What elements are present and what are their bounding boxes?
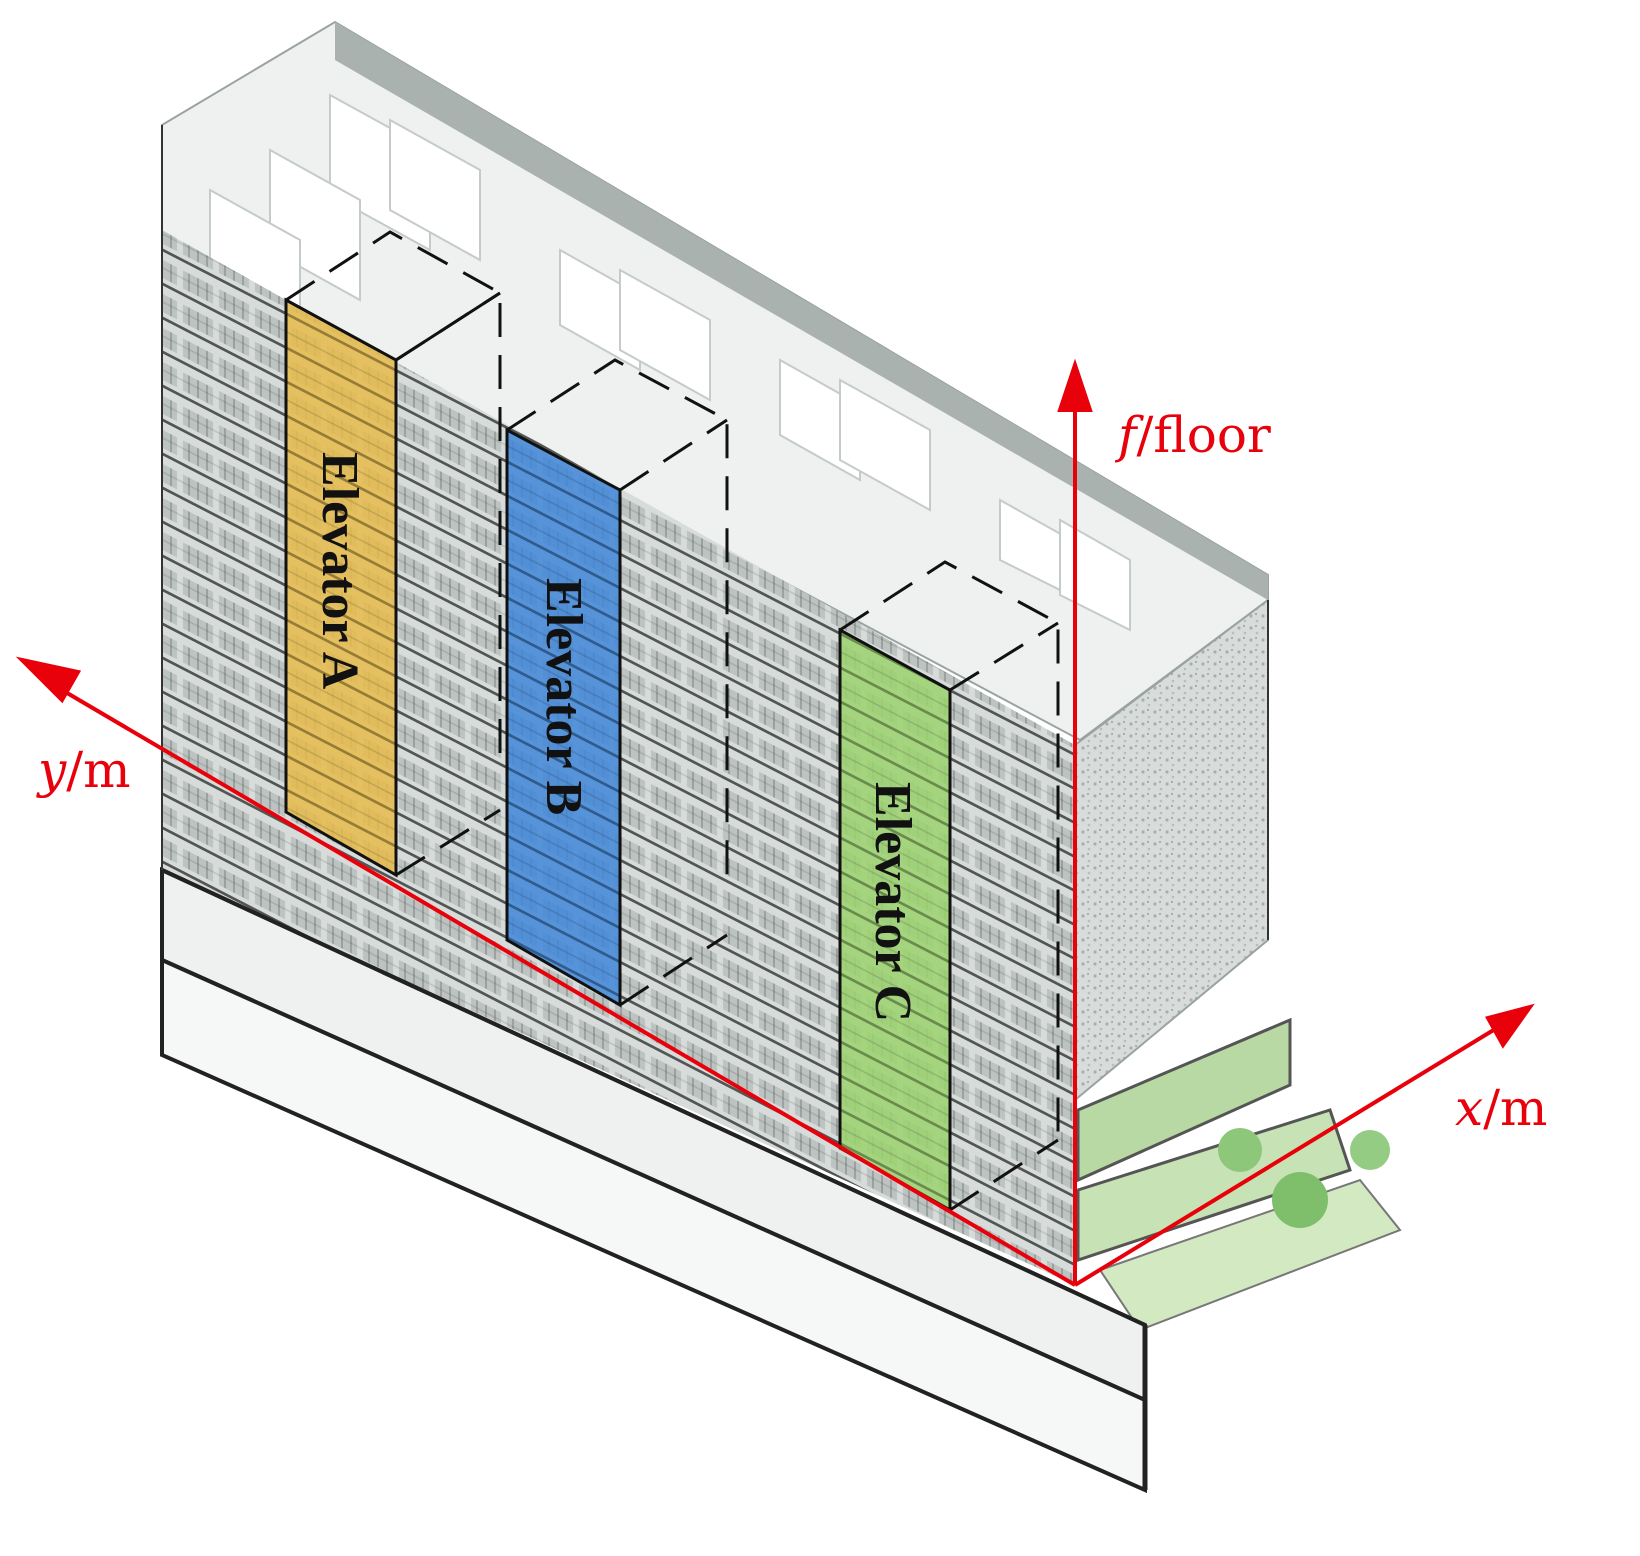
terraces: [1076, 1017, 1402, 1332]
f-axis-arrow: [1057, 358, 1093, 412]
y-axis-arrow: [15, 656, 82, 704]
y-axis-label: y/m: [36, 741, 131, 799]
roof-top-edge: [335, 22, 1268, 600]
rooftop-units: [209, 93, 1131, 632]
elevator-a-side: [395, 291, 501, 362]
podium: [160, 866, 1148, 1494]
elevator-b-label: Elevator B: [535, 578, 592, 815]
elevator-a-label: Elevator A: [311, 452, 368, 690]
x-axis-arrow: [1485, 1003, 1535, 1049]
y-axis-line: [43, 678, 1077, 1287]
elevator-c-label: Elevator C: [864, 782, 921, 1022]
f-axis-label: f/floor: [1114, 406, 1271, 464]
elevator-c: Elevator C: [838, 627, 952, 1213]
axes: [15, 358, 1535, 1287]
x-axis-line: [1073, 1018, 1512, 1287]
elevator-b: Elevator B: [505, 427, 622, 1008]
elevator-a: Elevator A: [284, 291, 501, 878]
x-axis-label: x/m: [1455, 1079, 1547, 1137]
